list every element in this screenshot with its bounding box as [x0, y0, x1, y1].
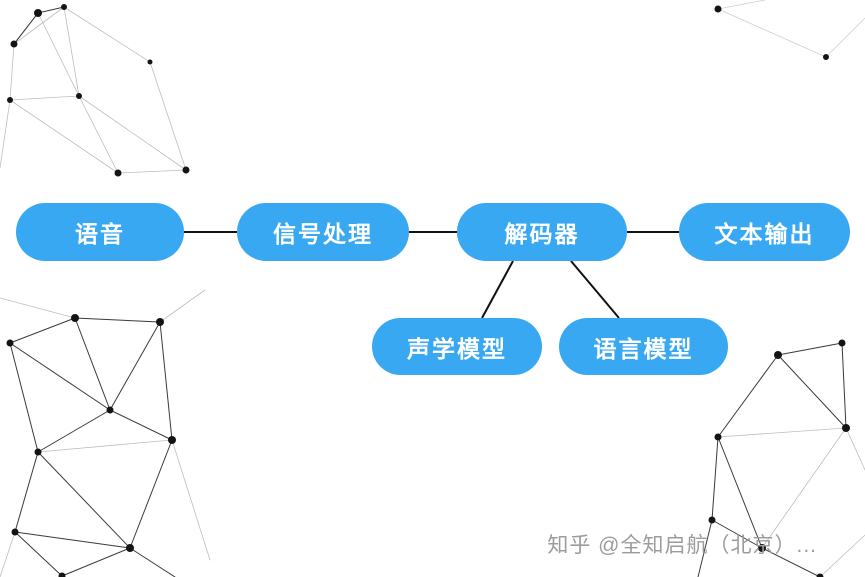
node-language-model: 语言模型: [559, 318, 728, 375]
node-speech: 语音: [16, 203, 184, 261]
node-signal-processing-label: 信号处理: [273, 221, 373, 247]
node-speech-label: 语音: [75, 221, 125, 247]
mesh-top-right: [714, 0, 865, 60]
node-decoder-label: 解码器: [504, 221, 580, 247]
node-language-model-label: 语言模型: [593, 335, 694, 362]
node-text-output-label: 文本输出: [714, 221, 815, 247]
watermark: 知乎 @全知启航（北京）...: [547, 534, 817, 557]
edge-decoder-language: [570, 260, 620, 319]
node-acoustic-model: 声学模型: [372, 318, 542, 375]
node-decoder: 解码器: [457, 203, 627, 261]
mesh-bottom-left: [0, 289, 211, 577]
node-text-output: 文本输出: [679, 203, 850, 261]
node-signal-processing: 信号处理: [237, 203, 409, 261]
edge-decoder-acoustic: [481, 260, 514, 319]
node-acoustic-model-label: 声学模型: [407, 335, 507, 362]
mesh-top-left: [0, 4, 190, 177]
